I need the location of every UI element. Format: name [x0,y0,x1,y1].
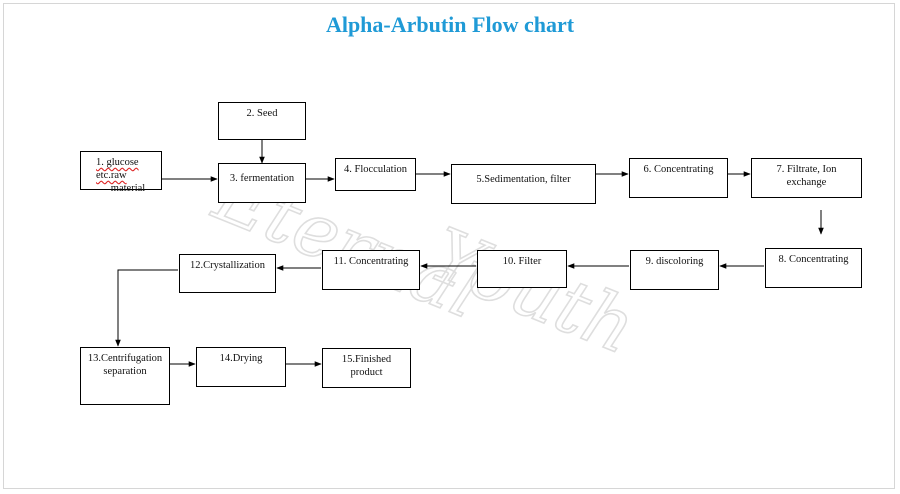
step-5-sedimentation-filter: 5.Sedimentation, filter [451,164,596,204]
step-4-flocculation: 4. Flocculation [335,158,416,191]
step-7-line-2: exchange [786,177,827,188]
step-5-label: 5.Sedimentation, filter [476,174,571,185]
step-11-concentrating: 11. Concentrating [322,250,420,290]
step-3-fermentation: 3. fermentation [218,163,306,203]
step-1-raw-material: 1. glucose etc.raw material [80,151,162,194]
step-13-centrifugation-separation: 13.Centrifugation separation [80,347,170,405]
step-14-label: 14.Drying [219,353,263,364]
step-1-line-2: material [110,183,146,194]
step-13-line-1: 13.Centrifugation [87,353,163,364]
step-9-label: 9. discoloring [645,256,704,267]
step-2-seed: 2. Seed [218,102,306,140]
step-15-line-1: 15.Finished [341,354,392,365]
step-3-label: 3. fermentation [229,173,295,184]
step-7-filtrate-ion-exchange: 7. Filtrate, Ion exchange [751,158,862,198]
step-10-label: 10. Filter [502,256,542,267]
step-13-line-2: separation [103,366,147,377]
step-6-label: 6. Concentrating [643,164,714,175]
step-6-concentrating: 6. Concentrating [629,158,728,198]
step-12-crystallization: 12.Crystallization [179,254,276,293]
step-4-label: 4. Flocculation [344,164,407,175]
chart-title: Alpha-Arbutin Flow chart [325,12,575,37]
step-15-line-2: product [350,367,383,378]
step-8-concentrating: 8. Concentrating [765,248,862,288]
step-9-discoloring: 9. discoloring [630,250,719,290]
step-7-line-1: 7. Filtrate, Ion [776,164,837,175]
step-14-drying: 14.Drying [196,347,286,387]
step-1-line-1: 1. glucose etc.raw [96,157,139,181]
step-12-label: 12.Crystallization [190,260,265,271]
arrow-12-to-13 [115,269,178,347]
page-border [3,3,895,489]
step-11-label: 11. Concentrating [333,256,409,267]
step-8-label: 8. Concentrating [778,254,849,265]
step-15-finished-product: 15.Finished product [322,348,411,388]
step-2-label: 2. Seed [246,108,278,119]
step-10-filter: 10. Filter [477,250,567,288]
